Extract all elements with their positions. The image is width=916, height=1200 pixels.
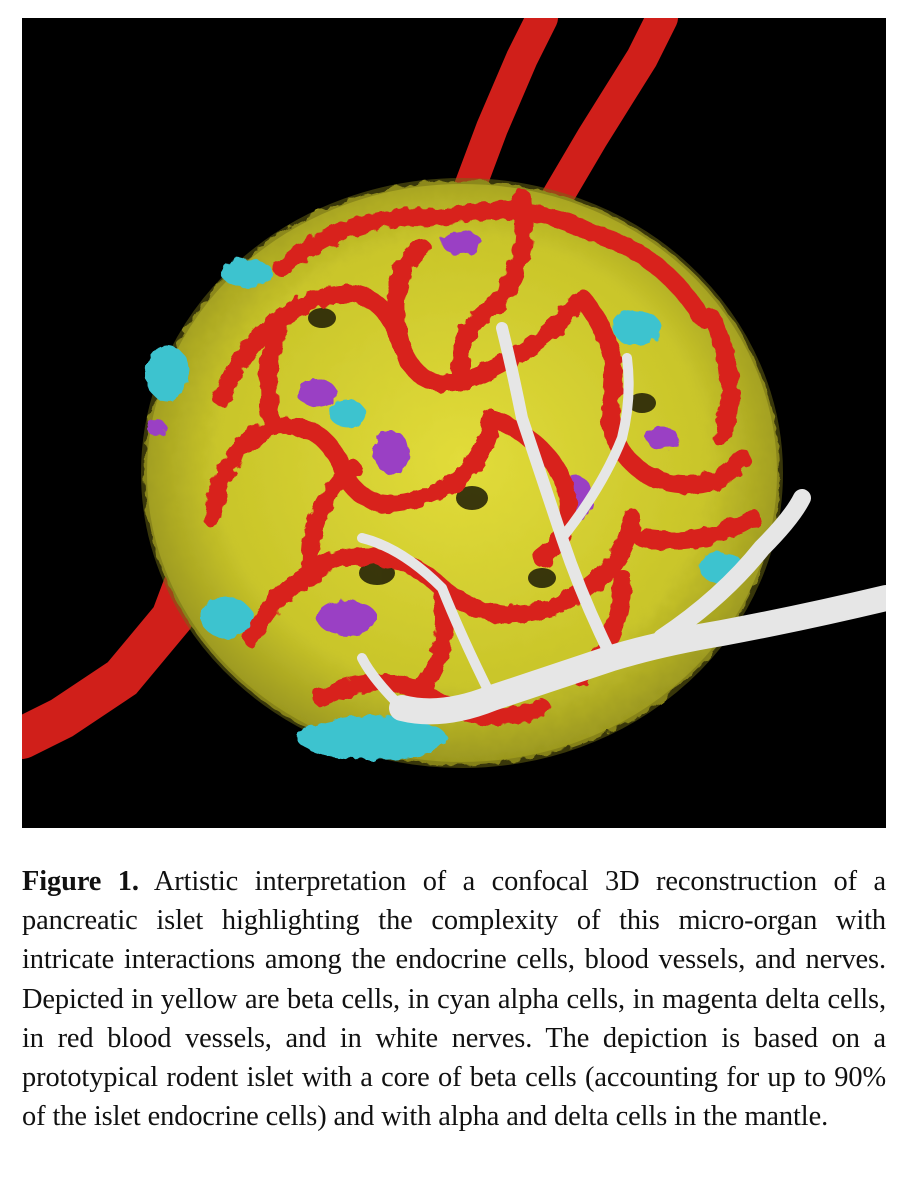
figure-caption: Figure 1. Artistic interpretation of a c… bbox=[22, 862, 886, 1136]
islet-artwork bbox=[22, 18, 886, 768]
figure-label: Figure 1. bbox=[22, 866, 139, 897]
nerves bbox=[357, 322, 886, 725]
figure-caption-text: Artistic interpretation of a confocal 3D… bbox=[22, 866, 886, 1133]
islet-illustration bbox=[22, 18, 886, 828]
